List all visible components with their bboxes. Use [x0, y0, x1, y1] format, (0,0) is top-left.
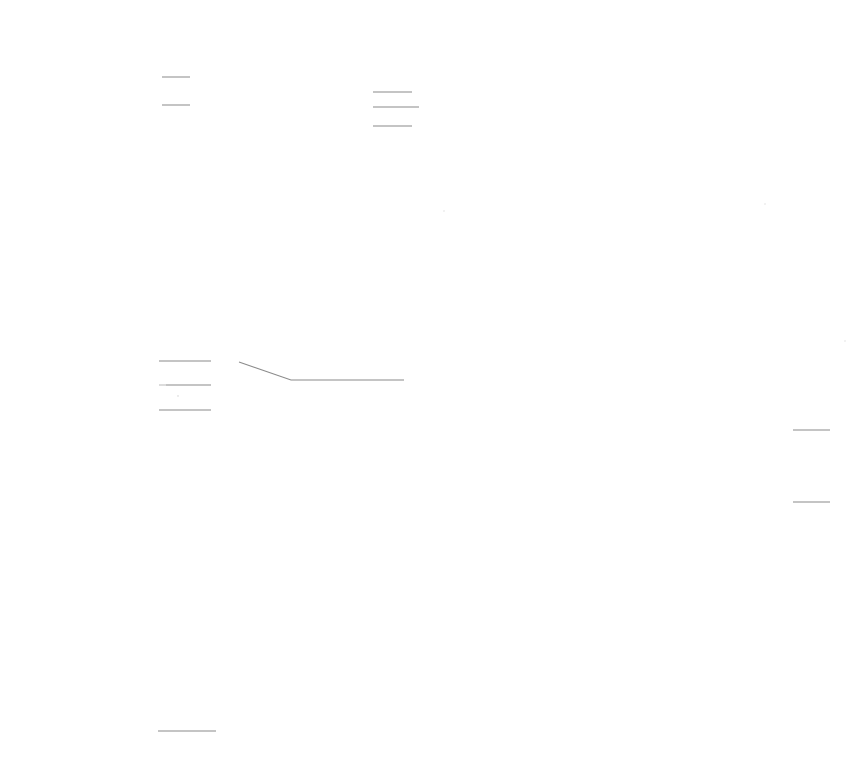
- faint-mark: [764, 203, 766, 205]
- connector-line: [238, 361, 404, 381]
- faint-mark: [177, 395, 179, 397]
- faint-mark: [443, 210, 445, 212]
- faint-mark: [844, 340, 846, 342]
